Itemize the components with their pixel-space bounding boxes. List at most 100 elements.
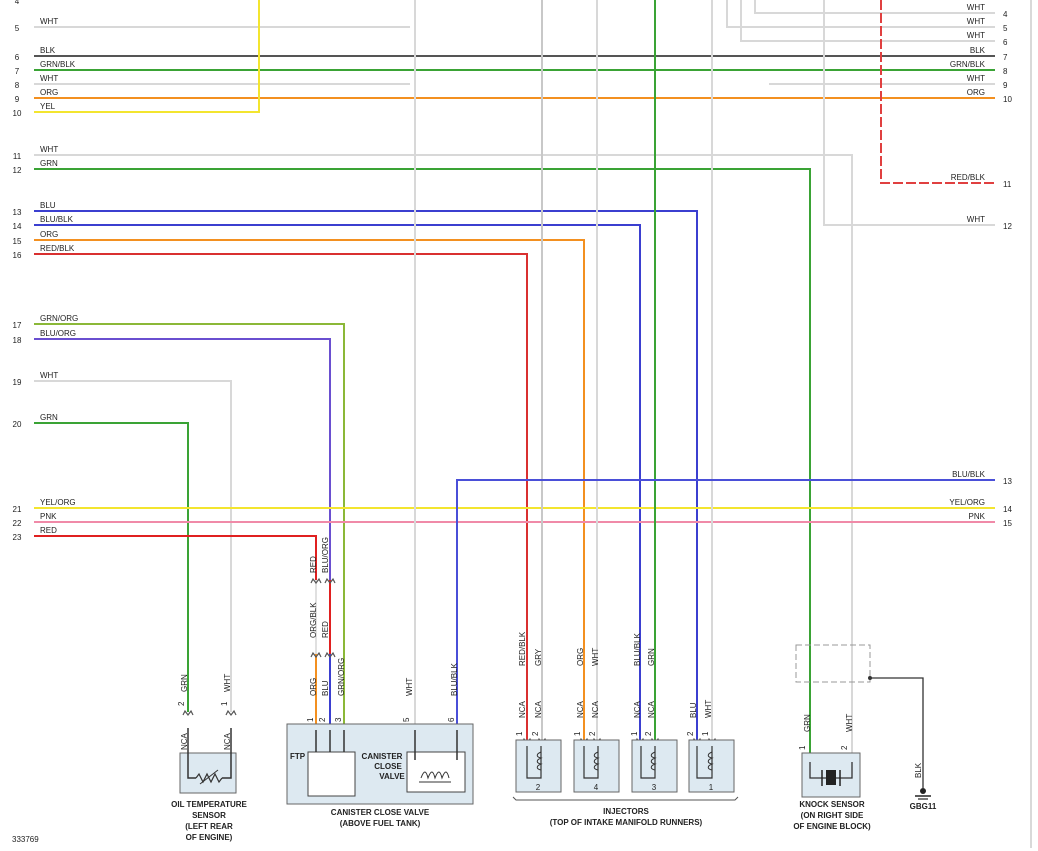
vertical-wire-label: NCA bbox=[518, 700, 527, 718]
connector-pin-number: 1 bbox=[220, 701, 229, 706]
vertical-wire-label: RED bbox=[321, 621, 330, 638]
vertical-wire-label: GRN/ORG bbox=[337, 658, 346, 696]
knock-sensor bbox=[795, 644, 872, 798]
injector-number-3: 3 bbox=[652, 783, 657, 792]
left-wire-label-21: YEL/ORG bbox=[40, 498, 76, 507]
vertical-wire-label: ORG/BLK bbox=[309, 602, 318, 638]
left-wire-label-8: WHT bbox=[40, 74, 58, 83]
connector-pin-number: 6 bbox=[447, 717, 456, 722]
vertical-wire-label: GRN bbox=[647, 648, 656, 666]
oil-sensor-caption-2: SENSOR bbox=[192, 811, 226, 820]
left-pin-18: 18 bbox=[13, 336, 22, 345]
vertical-wire-label: GRY bbox=[534, 648, 543, 666]
right-wire-label-7: BLK bbox=[970, 46, 986, 55]
canister-inner-3: VALVE bbox=[379, 772, 405, 781]
vertical-wire-label: BLU/BLK bbox=[633, 632, 642, 666]
vertical-wire-label: ORG bbox=[309, 678, 318, 696]
right-wire-label-6: WHT bbox=[967, 31, 985, 40]
right-pin-11: 11 bbox=[1003, 180, 1012, 189]
right-pin-12: 12 bbox=[1003, 222, 1012, 231]
right-wire-label-15: PNK bbox=[969, 512, 986, 521]
right-pin-10: 10 bbox=[1003, 95, 1012, 104]
canister-inner-1: CANISTER bbox=[362, 752, 403, 761]
right-wire-label-12: WHT bbox=[967, 215, 985, 224]
right-wire-label-4: WHT bbox=[967, 3, 985, 12]
left-wire-label-14: BLU/BLK bbox=[40, 215, 74, 224]
right-wire-labels: 4WHT5WHT6WHT7BLK8GRN/BLK9WHT10ORG11RED/B… bbox=[949, 3, 1012, 528]
vertical-wire-label: NCA bbox=[223, 732, 232, 750]
injectors bbox=[512, 739, 739, 801]
vertical-wire-label: WHT bbox=[845, 714, 854, 732]
connector-pin-number: 1 bbox=[630, 731, 639, 736]
right-wire-label-10: ORG bbox=[967, 88, 985, 97]
vertical-wire-label: WHT bbox=[405, 678, 414, 696]
left-pin-7: 7 bbox=[15, 67, 20, 76]
right-wire-label-8: GRN/BLK bbox=[950, 60, 986, 69]
knock-sensor-caption-1: KNOCK SENSOR bbox=[799, 800, 865, 809]
right-pin-15: 15 bbox=[1003, 519, 1012, 528]
ground-label: GBG11 bbox=[910, 802, 937, 811]
left-pin-22: 22 bbox=[13, 519, 22, 528]
right-wire-label-14: YEL/ORG bbox=[949, 498, 985, 507]
left-pin-19: 19 bbox=[13, 378, 22, 387]
right-pin-7: 7 bbox=[1003, 53, 1008, 62]
vertical-wire-label: GRN bbox=[180, 674, 189, 692]
injector-number-1: 1 bbox=[709, 783, 714, 792]
vertical-wire-label: BLU/BLK bbox=[450, 662, 459, 696]
right-pin-4: 4 bbox=[1003, 10, 1008, 19]
left-wire-label-11: WHT bbox=[40, 145, 58, 154]
vertical-wire-label: NCA bbox=[180, 732, 189, 750]
left-wire-label-17: GRN/ORG bbox=[40, 314, 78, 323]
right-pin-8: 8 bbox=[1003, 67, 1008, 76]
oil-sensor-caption-3: (LEFT REAR bbox=[185, 822, 233, 831]
left-pin-4: 4 bbox=[15, 0, 20, 6]
vertical-wire-label: BLU/ORG bbox=[321, 537, 330, 573]
left-pin-16: 16 bbox=[13, 251, 22, 260]
left-pin-17: 17 bbox=[13, 321, 22, 330]
vertical-wire-label: BLU bbox=[321, 680, 330, 696]
canister-close-valve bbox=[286, 723, 474, 805]
vertical-wire-label: BLU bbox=[689, 702, 698, 718]
vertical-wire-label: NCA bbox=[591, 700, 600, 718]
left-wire-label-22: PNK bbox=[40, 512, 57, 521]
left-wire-label-16: RED/BLK bbox=[40, 244, 75, 253]
left-wire-labels: 45WHT6BLK7GRN/BLK8WHT9ORG10YEL11WHT12GRN… bbox=[13, 0, 79, 542]
left-pin-20: 20 bbox=[13, 420, 22, 429]
left-pin-11: 11 bbox=[13, 152, 22, 161]
left-wire-label-5: WHT bbox=[40, 17, 58, 26]
connector-pin-number: 2 bbox=[318, 717, 327, 722]
knock-sensor-caption-2: (ON RIGHT SIDE bbox=[801, 811, 864, 820]
connector-pin-number: 1 bbox=[515, 731, 524, 736]
vertical-wire-label: WHT bbox=[704, 700, 713, 718]
figure-id: 333769 bbox=[12, 835, 39, 844]
left-pin-5: 5 bbox=[15, 24, 20, 33]
left-pin-15: 15 bbox=[13, 237, 22, 246]
knock-sensor-caption-3: OF ENGINE BLOCK) bbox=[793, 822, 871, 831]
left-wire-label-15: ORG bbox=[40, 230, 58, 239]
left-pin-6: 6 bbox=[15, 53, 20, 62]
oil-sensor-caption-4: OF ENGINE) bbox=[186, 833, 233, 842]
vertical-wire-label: WHT bbox=[223, 674, 232, 692]
oil-temperature-sensor bbox=[179, 728, 237, 794]
left-pin-14: 14 bbox=[13, 222, 22, 231]
left-pin-21: 21 bbox=[13, 505, 22, 514]
connector-pin-number: 1 bbox=[573, 731, 582, 736]
left-wire-label-18: BLU/ORG bbox=[40, 329, 76, 338]
vertical-wire-label: RED bbox=[309, 556, 318, 573]
left-pin-23: 23 bbox=[13, 533, 22, 542]
canister-inner-2: CLOSE bbox=[374, 762, 402, 771]
connector-pin-number: 2 bbox=[840, 745, 849, 750]
vertical-wire-label: NCA bbox=[633, 700, 642, 718]
vertical-wire-label: WHT bbox=[591, 648, 600, 666]
connector-pin-number: 2 bbox=[644, 731, 653, 736]
injectors-caption-1: INJECTORS bbox=[603, 807, 649, 816]
left-wire-label-23: RED bbox=[40, 526, 57, 535]
right-pin-5: 5 bbox=[1003, 24, 1008, 33]
right-pin-9: 9 bbox=[1003, 81, 1008, 90]
connector-pin-number: 1 bbox=[798, 745, 807, 750]
left-wire-label-7: GRN/BLK bbox=[40, 60, 76, 69]
left-wire-label-13: BLU bbox=[40, 201, 56, 210]
left-pin-10: 10 bbox=[13, 109, 22, 118]
